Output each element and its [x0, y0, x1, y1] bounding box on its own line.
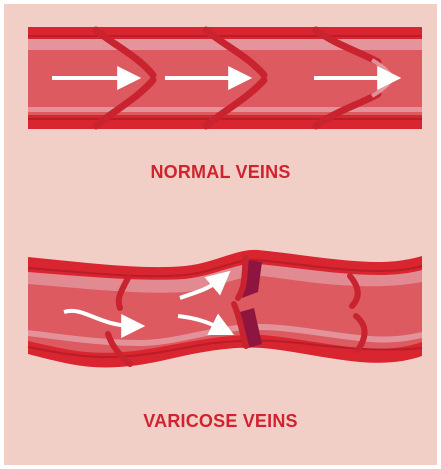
normal-vein: [28, 27, 422, 129]
normal-veins-label: NORMAL VEINS: [0, 162, 441, 183]
varicose-vein: [28, 250, 422, 368]
varicose-veins-label: VARICOSE VEINS: [0, 411, 441, 432]
